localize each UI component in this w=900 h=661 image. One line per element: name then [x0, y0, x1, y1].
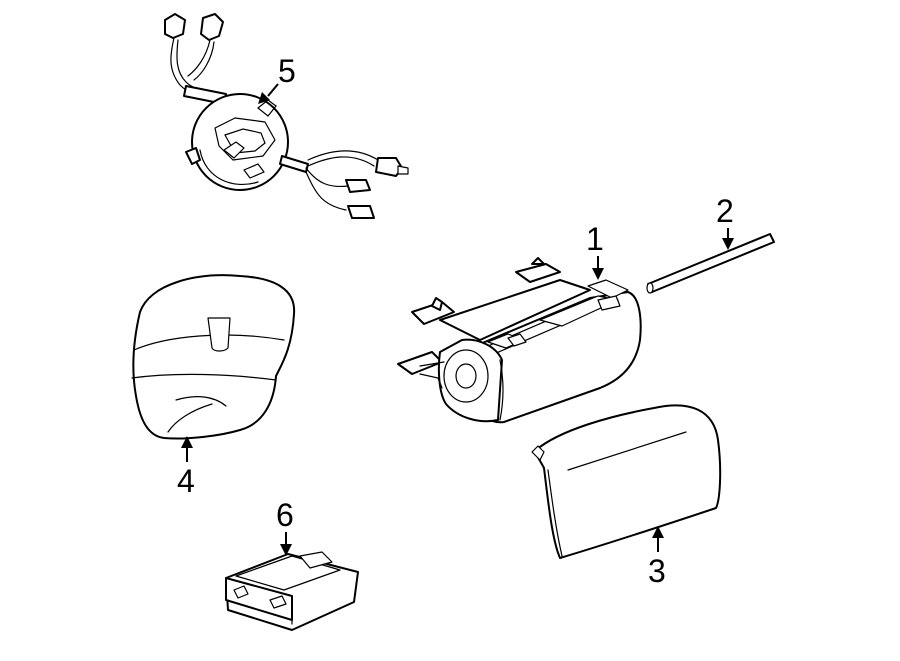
callout-1-label: 1: [586, 221, 604, 257]
part-4-driver-airbag[interactable]: [131, 274, 296, 440]
callout-6: 6: [276, 497, 294, 556]
callout-4: 4: [177, 436, 195, 499]
callout-6-label: 6: [276, 497, 294, 533]
part-3-airbag-door[interactable]: [531, 404, 722, 559]
part-1-airbag-module[interactable]: [397, 257, 642, 424]
callout-4-label: 4: [177, 463, 195, 499]
callout-5: 5: [258, 53, 296, 104]
callout-3-label: 3: [648, 553, 666, 589]
callout-2: 2: [716, 193, 734, 250]
callout-3: 3: [648, 526, 666, 589]
part-6-sensor-module[interactable]: [225, 551, 359, 631]
part-2-rod[interactable]: [646, 233, 775, 294]
callout-5-label: 5: [278, 53, 296, 89]
callout-2-label: 2: [716, 193, 734, 229]
callout-1: 1: [586, 221, 604, 280]
part-5-clock-spring[interactable]: [164, 13, 409, 219]
